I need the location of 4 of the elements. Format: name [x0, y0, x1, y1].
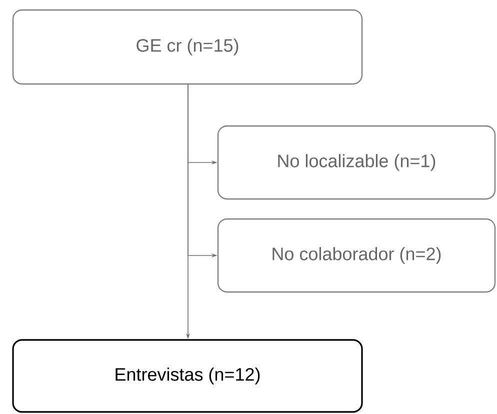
process-box: No colaborador (n=2)	[217, 218, 496, 293]
process-box: No localizable (n=1)	[217, 125, 496, 200]
process-box: GE cr (n=15)	[12, 9, 363, 85]
process-box: Entrevistas (n=12)	[12, 339, 363, 413]
